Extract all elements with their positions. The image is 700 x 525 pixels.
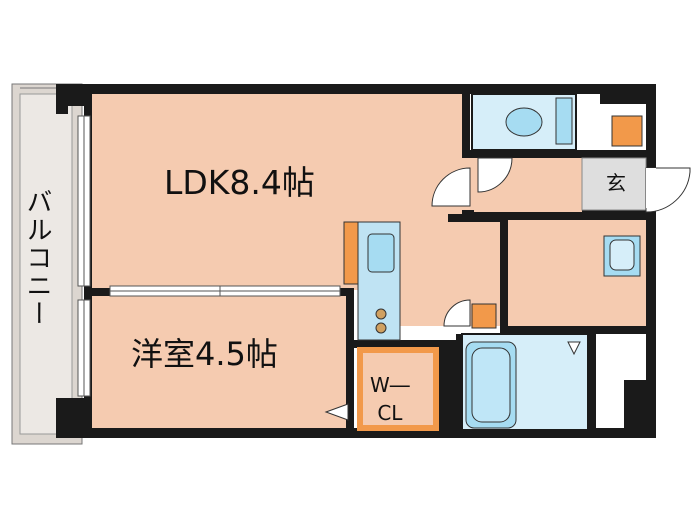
western-room-label: 洋室4.5帖 — [131, 335, 278, 373]
entrance-area — [581, 157, 691, 213]
balcony-windows — [77, 115, 91, 397]
shoe-storage — [611, 115, 643, 147]
bottom-marks — [66, 432, 96, 435]
balcony-label: バルコニー — [22, 188, 52, 328]
ldk-door — [431, 167, 471, 207]
utility-door — [443, 299, 497, 329]
kitchen-counter — [343, 221, 401, 341]
sliding-door — [109, 285, 341, 297]
hallway — [474, 157, 582, 212]
walk-in-closet-label: W― CL — [370, 371, 410, 427]
walk-in-closet — [324, 347, 439, 431]
walk-in-closet-label-line1: W― — [370, 373, 410, 397]
balcony — [11, 83, 83, 445]
bathroom — [461, 333, 589, 431]
toilet-room — [471, 93, 577, 151]
washroom — [508, 220, 646, 326]
western-room — [90, 296, 350, 428]
walk-in-closet-label-line2: CL — [377, 401, 403, 425]
entrance-label: 玄 — [606, 171, 626, 195]
ldk-label: LDK8.4帖 — [164, 163, 315, 202]
